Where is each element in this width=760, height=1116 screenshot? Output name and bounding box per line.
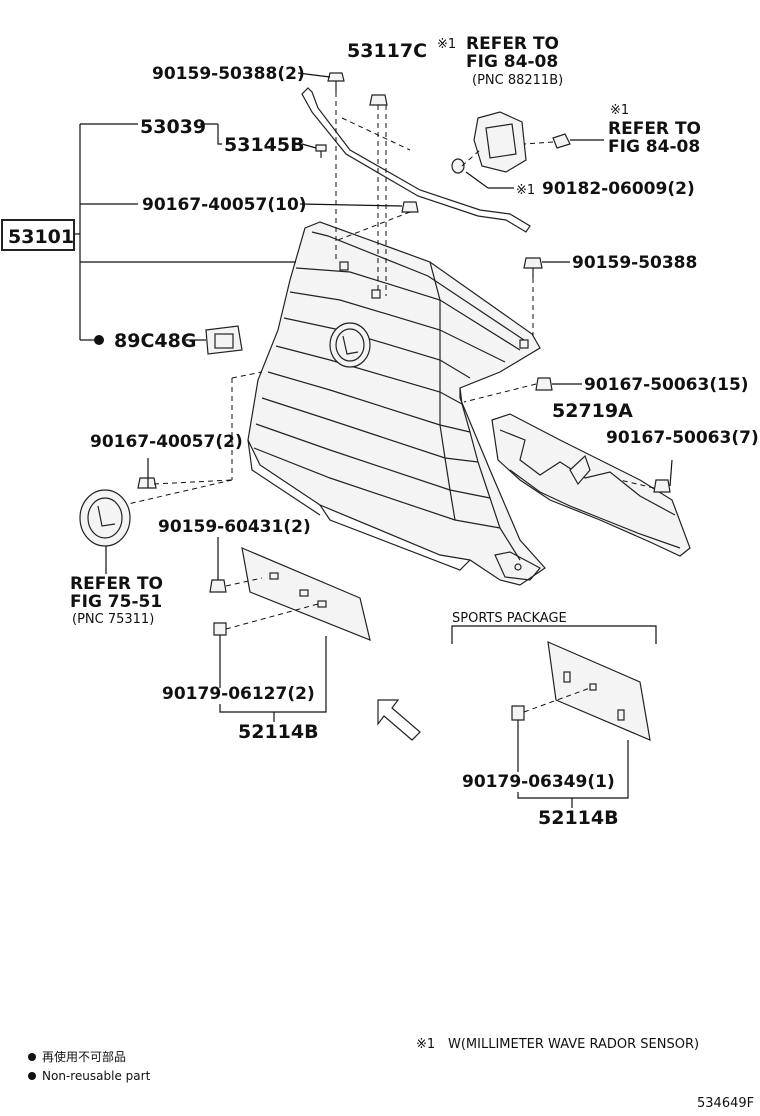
label-90159-50388: 90159-50388	[572, 253, 697, 273]
label-53145B: 53145B	[224, 134, 305, 156]
sports-package-label: SPORTS PACKAGE	[452, 611, 567, 626]
plate-bracket-left	[209, 547, 371, 641]
screw-50063-15	[535, 377, 553, 391]
refer-top-line3: (PNC 88211B)	[472, 73, 563, 88]
legend-line2: Non-reusable part	[42, 1069, 151, 1083]
legend-dot-1	[28, 1053, 36, 1061]
part-89C48G	[205, 325, 243, 355]
refer-right-mark: ※1	[610, 103, 629, 118]
sensor-bracket	[451, 111, 571, 174]
refer-left-line2: FIG 75-51	[70, 592, 162, 612]
refer-right-line2: FIG 84-08	[608, 137, 700, 157]
label-90182-06009-2: 90182-06009(2)	[542, 179, 695, 199]
label-52719A: 52719A	[552, 400, 633, 422]
label-90167-40057-2: 90167-40057(2)	[90, 432, 243, 452]
radiator-grille	[247, 221, 546, 586]
non-reusable-dot	[94, 335, 104, 345]
refer-right-line1: REFER TO	[608, 119, 701, 139]
screw-50063-7	[653, 479, 671, 493]
label-90167-50063-7: 90167-50063(7)	[606, 428, 759, 448]
screw-40057-10	[401, 201, 419, 213]
refer-top-line2: FIG 84-08	[466, 52, 558, 72]
mark-90182: ※1	[516, 183, 535, 198]
legend-line1: 再使用不可部品	[42, 1049, 126, 1064]
label-90159-50388-2: 90159-50388(2)	[152, 64, 305, 84]
footnote-text: W(MILLIMETER WAVE RADOR SENSOR)	[448, 1037, 699, 1052]
label-90179-06127-2: 90179-06127(2)	[162, 684, 315, 704]
legend-dot-2	[28, 1072, 36, 1080]
dashed-lines	[127, 92, 655, 713]
label-52114B-left: 52114B	[238, 721, 319, 743]
label-52114B-right: 52114B	[538, 807, 619, 829]
refer-left-line3: (PNC 75311)	[72, 612, 154, 627]
upper-molding	[301, 87, 531, 233]
legend: 再使用不可部品 Non-reusable part	[28, 1049, 151, 1083]
plate-bracket-right	[511, 641, 651, 741]
label-90167-50063-15: 90167-50063(15)	[584, 375, 749, 395]
label-90167-40057-10: 90167-40057(10)	[142, 195, 307, 215]
retainer-52719A	[491, 413, 691, 557]
emblem	[79, 489, 131, 547]
label-53039: 53039	[140, 116, 206, 138]
label-90179-06349-1: 90179-06349(1)	[462, 772, 615, 792]
clip-53117C	[369, 94, 388, 106]
label-90159-60431-2: 90159-60431(2)	[158, 517, 311, 537]
refer-top-line1: REFER TO	[466, 34, 559, 54]
leader-lines	[74, 72, 673, 808]
screw-40057-2	[137, 477, 157, 489]
front-arrow	[377, 699, 421, 741]
label-89C48G: 89C48G	[114, 330, 196, 352]
footnote-mark: ※1	[416, 1037, 435, 1052]
assembly-53101-box	[1, 219, 75, 251]
figure-id: 534649F	[697, 1096, 754, 1111]
clip-53145B	[315, 144, 327, 158]
screw-top	[327, 72, 345, 92]
label-53101: 53101	[8, 226, 74, 248]
screw-right	[523, 257, 543, 278]
refer-top-mark: ※1	[437, 37, 456, 52]
refer-left-line1: REFER TO	[70, 574, 163, 594]
label-53117C: 53117C	[347, 40, 427, 62]
